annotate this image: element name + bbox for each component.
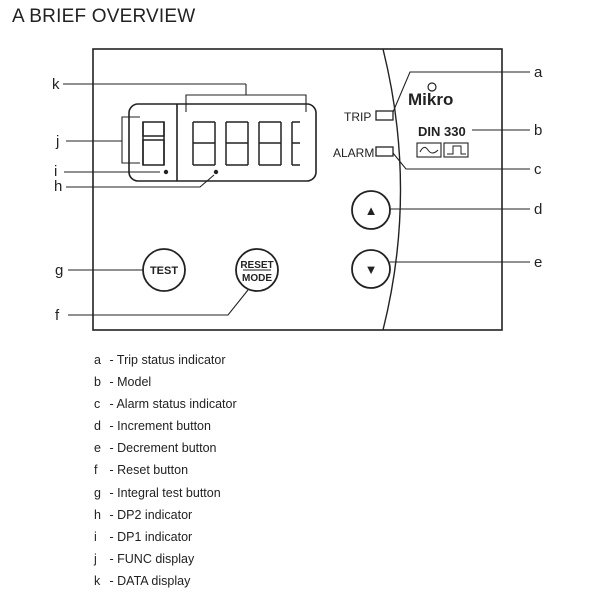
page-title: A BRIEF OVERVIEW: [12, 6, 196, 27]
callout-label-i: i: [54, 163, 57, 180]
legend-item: e - Decrement button: [94, 441, 217, 456]
callout-label-k: k: [52, 76, 60, 93]
trip-led: [375, 110, 394, 121]
callout-label-b: b: [534, 122, 542, 139]
legend-item: h - DP2 indicator: [94, 507, 193, 522]
up-arrow-icon: ▲: [365, 203, 378, 218]
callout-a: [392, 71, 530, 113]
legend-item: c - Alarm status indicator: [94, 397, 237, 412]
brand-logo: Mikro: [408, 90, 453, 109]
legend-item: a - Trip status indicator: [94, 353, 226, 367]
down-arrow-icon: ▼: [365, 262, 378, 277]
func-digit: [142, 121, 165, 166]
device-diagram: TRIP ALARM Mikro DIN 330 ▲ ▼ TEST RESET …: [52, 48, 543, 331]
decrement-button[interactable]: [351, 249, 391, 289]
legend-item: d - Increment button: [94, 419, 211, 434]
callout-label-j: j: [55, 133, 59, 150]
increment-button[interactable]: [351, 190, 391, 230]
callout-label-f: f: [55, 307, 60, 324]
callout-c: [392, 152, 530, 170]
callout-label-g: g: [55, 262, 63, 279]
legend-item: b - Model: [94, 375, 152, 390]
callout-label-h: h: [54, 178, 62, 195]
trip-label: TRIP: [344, 110, 371, 124]
panel-curve: [382, 48, 402, 331]
legend-item: k - DATA display: [94, 573, 191, 588]
dp1-indicator: [163, 169, 169, 175]
legend-item: f - Reset button: [94, 463, 189, 478]
model-label: DIN 330: [418, 124, 466, 139]
callout-label-a: a: [534, 64, 543, 81]
callout-label-c: c: [534, 161, 542, 178]
callout-label-e: e: [534, 254, 542, 271]
legend-item: g - Integral test button: [94, 485, 221, 500]
dp2-indicator: [213, 169, 219, 175]
callout-k: [63, 83, 307, 112]
callout-label-d: d: [534, 201, 542, 218]
legend-item: i - DP1 indicator: [94, 529, 193, 544]
callout-f: [68, 289, 249, 316]
reset-button-label: RESET: [240, 260, 273, 271]
test-button-label: TEST: [150, 265, 178, 277]
callout-h: [66, 174, 215, 188]
waveform-sine-icon: [416, 142, 442, 158]
data-digits: [192, 121, 300, 166]
legend-list: a - Trip status indicator b - Model c - …: [94, 351, 237, 594]
alarm-led: [375, 146, 394, 157]
callout-j: [66, 116, 140, 164]
brand-mark-icon: [427, 82, 437, 92]
waveform-pulse-icon: [443, 142, 469, 158]
alarm-label: ALARM: [333, 146, 374, 160]
mode-button-label: MODE: [242, 273, 272, 284]
display-frame: [128, 103, 317, 182]
legend-item: j - FUNC display: [94, 551, 195, 566]
